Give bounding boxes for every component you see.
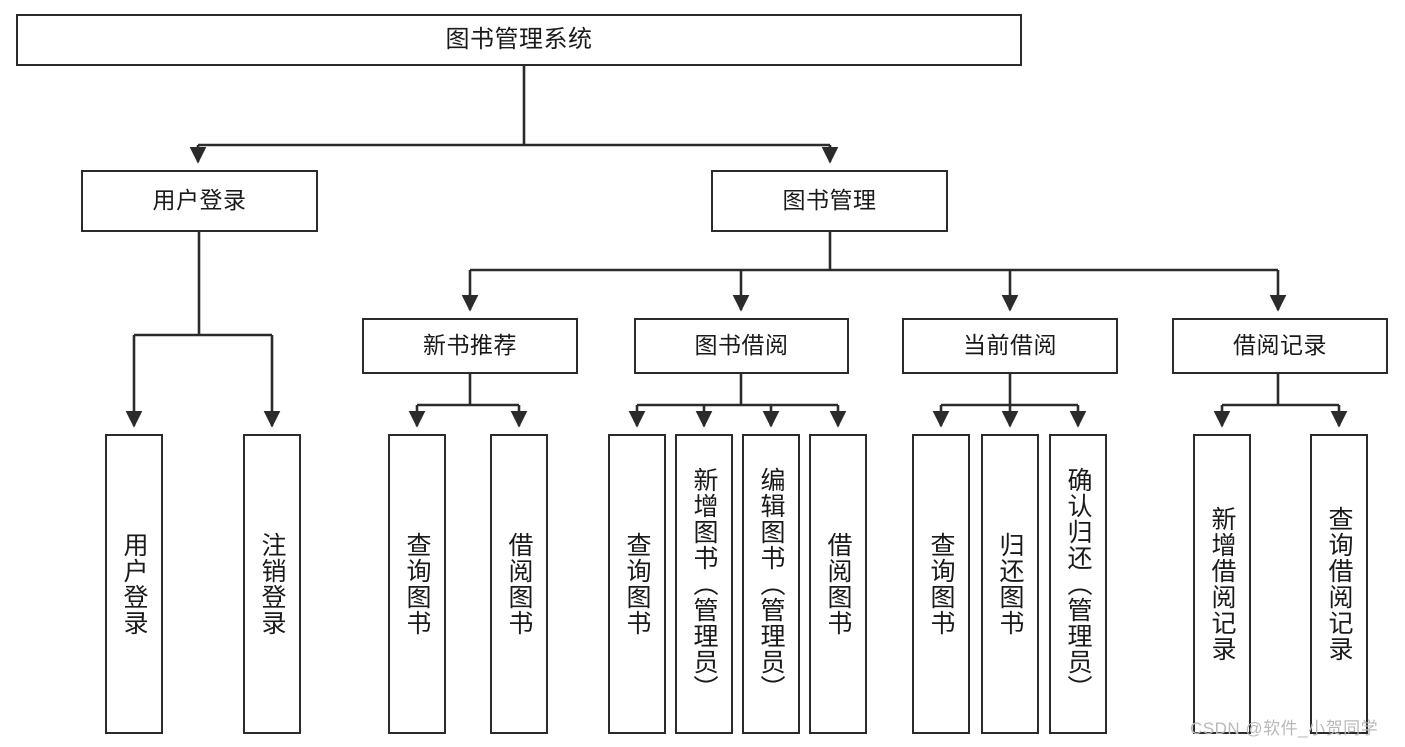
node-leaf-add-book-label: 新增图书（管理员） bbox=[690, 467, 718, 701]
node-new-book-recommend-label: 新书推荐 bbox=[423, 332, 517, 359]
node-leaf-logout-login[interactable]: 注销登录 bbox=[243, 434, 301, 734]
node-book-borrow[interactable]: 图书借阅 bbox=[634, 318, 849, 374]
node-book-borrow-label: 图书借阅 bbox=[694, 332, 789, 359]
node-leaf-borrow-book-1[interactable]: 借阅图书 bbox=[490, 434, 548, 734]
node-leaf-query-book-2-label: 查询图书 bbox=[623, 532, 651, 636]
node-leaf-confirm-return-label: 确认归还（管理员） bbox=[1064, 467, 1092, 701]
node-user-login[interactable]: 用户登录 bbox=[81, 170, 318, 232]
node-current-borrow[interactable]: 当前借阅 bbox=[902, 318, 1118, 374]
csdn-watermark: CSDN @软件_小贺同学 bbox=[1190, 719, 1379, 738]
node-leaf-borrow-book-1-label: 借阅图书 bbox=[505, 532, 533, 636]
node-leaf-return-book[interactable]: 归还图书 bbox=[981, 434, 1039, 734]
node-leaf-logout-login-label: 注销登录 bbox=[258, 532, 286, 636]
node-new-book-recommend[interactable]: 新书推荐 bbox=[362, 318, 578, 374]
node-leaf-query-book-1-label: 查询图书 bbox=[403, 532, 431, 636]
node-leaf-query-book-3-label: 查询图书 bbox=[927, 532, 955, 636]
node-leaf-query-record[interactable]: 查询借阅记录 bbox=[1310, 434, 1368, 734]
node-root[interactable]: 图书管理系统 bbox=[16, 14, 1022, 66]
node-leaf-query-book-1[interactable]: 查询图书 bbox=[388, 434, 446, 734]
node-leaf-query-record-label: 查询借阅记录 bbox=[1325, 506, 1353, 662]
node-root-label: 图书管理系统 bbox=[445, 25, 593, 53]
node-book-management-label: 图书管理 bbox=[782, 187, 877, 214]
node-leaf-add-book[interactable]: 新增图书（管理员） bbox=[675, 434, 733, 734]
node-leaf-add-record-label: 新增借阅记录 bbox=[1208, 506, 1236, 662]
node-current-borrow-label: 当前借阅 bbox=[963, 332, 1057, 359]
node-leaf-borrow-book-2[interactable]: 借阅图书 bbox=[809, 434, 867, 734]
node-leaf-add-record[interactable]: 新增借阅记录 bbox=[1193, 434, 1251, 734]
node-user-login-label: 用户登录 bbox=[152, 187, 247, 214]
node-leaf-borrow-book-2-label: 借阅图书 bbox=[824, 532, 852, 636]
node-leaf-edit-book-label: 编辑图书（管理员） bbox=[757, 467, 785, 701]
node-leaf-query-book-2[interactable]: 查询图书 bbox=[608, 434, 666, 734]
node-leaf-confirm-return[interactable]: 确认归还（管理员） bbox=[1049, 434, 1107, 734]
node-leaf-user-login[interactable]: 用户登录 bbox=[105, 434, 163, 734]
node-book-management[interactable]: 图书管理 bbox=[711, 170, 948, 232]
node-leaf-user-login-label: 用户登录 bbox=[120, 532, 148, 636]
node-leaf-return-book-label: 归还图书 bbox=[996, 532, 1024, 636]
node-leaf-edit-book[interactable]: 编辑图书（管理员） bbox=[742, 434, 800, 734]
node-borrow-record-label: 借阅记录 bbox=[1233, 332, 1327, 359]
node-leaf-query-book-3[interactable]: 查询图书 bbox=[912, 434, 970, 734]
node-borrow-record[interactable]: 借阅记录 bbox=[1172, 318, 1388, 374]
